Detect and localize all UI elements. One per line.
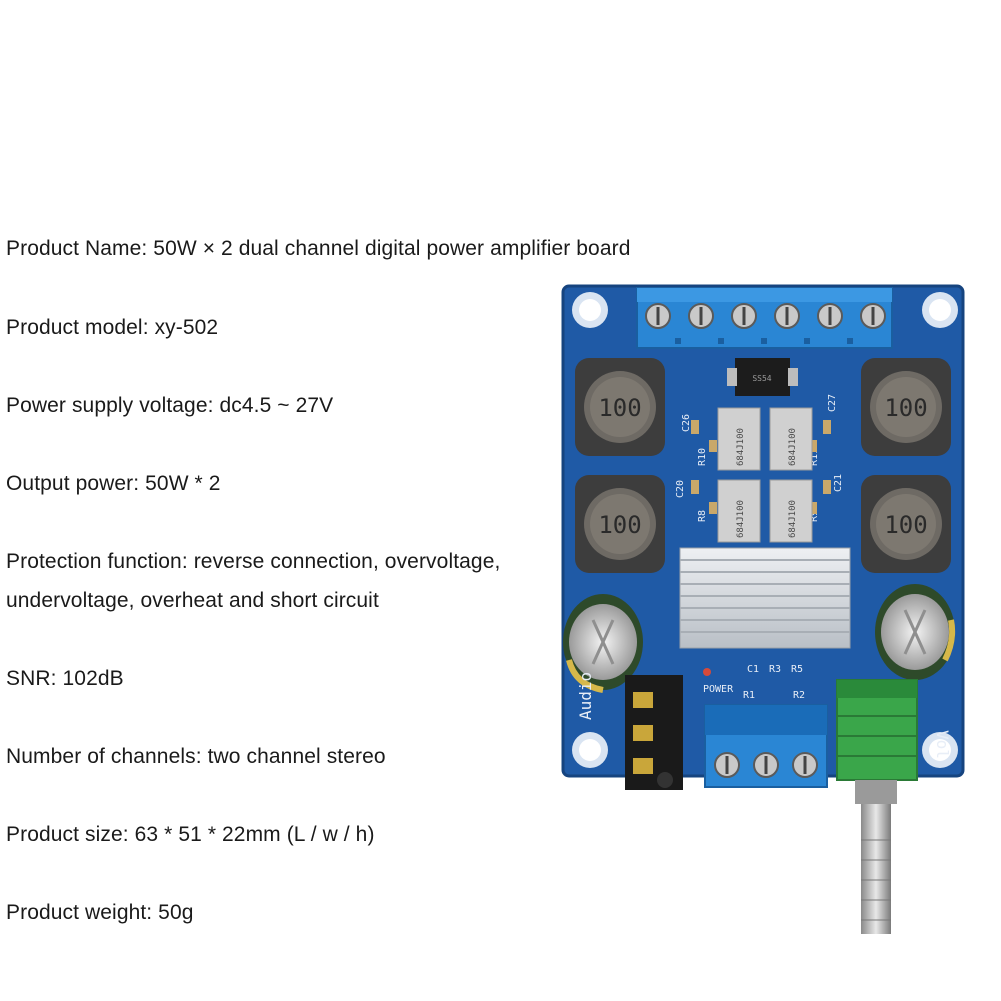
spec-protection-line2: undervoltage, overheat and short circuit xyxy=(6,589,379,612)
spec-snr: SNR: 102dB xyxy=(6,667,124,690)
diode: SS54 xyxy=(727,358,798,396)
label-power: POWER xyxy=(703,684,734,695)
power-led xyxy=(703,668,711,676)
silkscreen-labels: C26 C27 C20 C21 R10 R11 R8 R9 xyxy=(675,394,844,522)
inductor-top-left: 100 xyxy=(575,358,665,456)
spec-protection-line1: Protection function: reverse connection,… xyxy=(6,550,501,573)
resistor-label: 684J100 xyxy=(736,428,746,466)
label-r1: R1 xyxy=(743,690,755,701)
inductor-label: 100 xyxy=(884,511,927,539)
label-r11: R11 xyxy=(809,448,820,466)
lower-silkscreen: POWER C1 R3 R5 R1 R2 Audio Vol xyxy=(576,664,952,759)
inductor-bottom-left: 100 xyxy=(575,475,665,573)
heatsink xyxy=(679,547,851,649)
resistor-label: 684J100 xyxy=(788,428,798,466)
label-r3: R3 xyxy=(769,664,781,675)
label-vol: Vol xyxy=(933,730,952,759)
label-c1: C1 xyxy=(747,664,759,675)
spec-product-model: Product model: xy-502 xyxy=(6,316,219,339)
spec-output-power: Output power: 50W * 2 xyxy=(6,472,221,495)
amplifier-board-illustration: SS54 100 100 100 100 C26 xyxy=(561,284,965,934)
spec-power-supply: Power supply voltage: dc4.5 ~ 27V xyxy=(6,394,334,417)
smd-components xyxy=(691,420,831,514)
input-terminal-block xyxy=(704,704,828,788)
speaker-terminal-block xyxy=(636,287,893,349)
mounting-holes xyxy=(572,292,958,768)
audio-jack xyxy=(625,675,683,790)
inductor-label: 100 xyxy=(884,394,927,422)
inductor-label: 100 xyxy=(598,394,641,422)
spec-weight: Product weight: 50g xyxy=(6,901,194,924)
label-c20: C20 xyxy=(675,480,686,498)
label-audio: Audio xyxy=(576,672,595,720)
inductor-label: 100 xyxy=(598,511,641,539)
label-c26: C26 xyxy=(681,414,692,432)
amplifier-board-photo: SS54 100 100 100 100 C26 xyxy=(555,280,975,960)
resistor-label: 684J100 xyxy=(788,500,798,538)
label-r5: R5 xyxy=(791,664,803,675)
label-r2: R2 xyxy=(793,690,805,701)
capacitor-right xyxy=(875,584,956,680)
label-r8: R8 xyxy=(697,510,708,522)
resistor-label: 684J100 xyxy=(736,500,746,538)
volume-potentiometer xyxy=(836,679,918,934)
capacitor-left xyxy=(563,594,643,693)
label-r10: R10 xyxy=(697,448,708,466)
label-r9: R9 xyxy=(809,510,820,522)
spec-size: Product size: 63 * 51 * 22mm (L / w / h) xyxy=(6,823,375,846)
diode-label: SS54 xyxy=(752,374,771,383)
spec-product-name: Product Name: 50W × 2 dual channel digit… xyxy=(6,237,631,260)
label-c27: C27 xyxy=(827,394,838,412)
label-c21: C21 xyxy=(833,474,844,492)
resistor-packs: 684J100 684J100 684J100 684J100 xyxy=(717,407,813,543)
inductor-top-right: 100 xyxy=(861,358,951,456)
inductor-bottom-right: 100 xyxy=(861,475,951,573)
spec-channels: Number of channels: two channel stereo xyxy=(6,745,386,768)
